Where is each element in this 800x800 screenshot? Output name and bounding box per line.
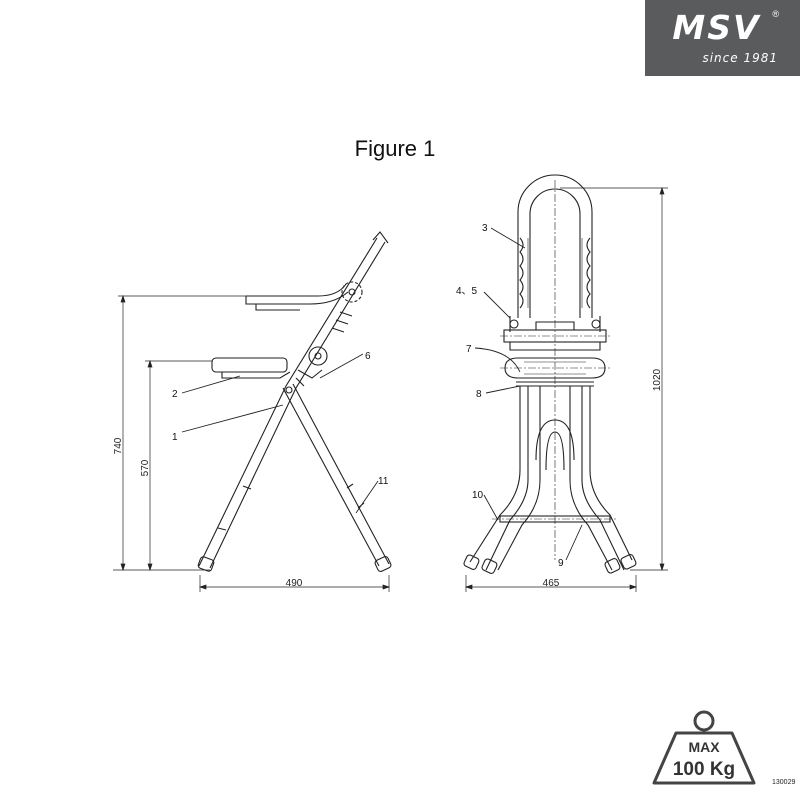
brand-tagline: since 1981 — [702, 51, 778, 65]
dimension-side-height-seat: 570 — [140, 459, 151, 476]
callout-8: 8 — [476, 389, 482, 400]
dimension-side-width: 490 — [286, 578, 303, 589]
document-code: 130029 — [772, 779, 796, 786]
front-view-centerlines — [492, 180, 618, 560]
dimension-front-height: 1020 — [652, 368, 663, 391]
max-load-badge: MAX 100 Kg — [652, 710, 756, 785]
callout-1: 1 — [172, 432, 178, 443]
front-view-chair — [463, 174, 637, 574]
side-view-chair — [197, 231, 392, 572]
front-view-dimensions — [464, 186, 668, 592]
brand-name: MSV — [672, 8, 761, 47]
figure-title: Figure 1 — [354, 136, 436, 161]
front-view-leaders — [474, 227, 583, 561]
dimension-side-height-top: 740 — [113, 437, 124, 454]
side-view-leaders — [181, 353, 379, 514]
side-view-dimensions — [113, 294, 391, 592]
callout-3: 3 — [482, 223, 488, 234]
dimension-front-width: 465 — [543, 578, 560, 589]
max-load-value: 100 Kg — [673, 759, 735, 780]
callout-9: 9 — [558, 558, 564, 569]
max-load-label: MAX — [688, 739, 720, 755]
callout-7: 7 — [466, 344, 472, 355]
callout-11: 11 — [378, 476, 389, 487]
brand-registered-mark: ® — [772, 9, 779, 19]
brand-logo: MSV ® since 1981 — [645, 0, 800, 76]
callout-10: 10 — [472, 490, 484, 501]
callout-2: 2 — [172, 389, 178, 400]
callout-6: 6 — [365, 351, 371, 362]
callout-4-5: 4、5 — [456, 286, 478, 297]
